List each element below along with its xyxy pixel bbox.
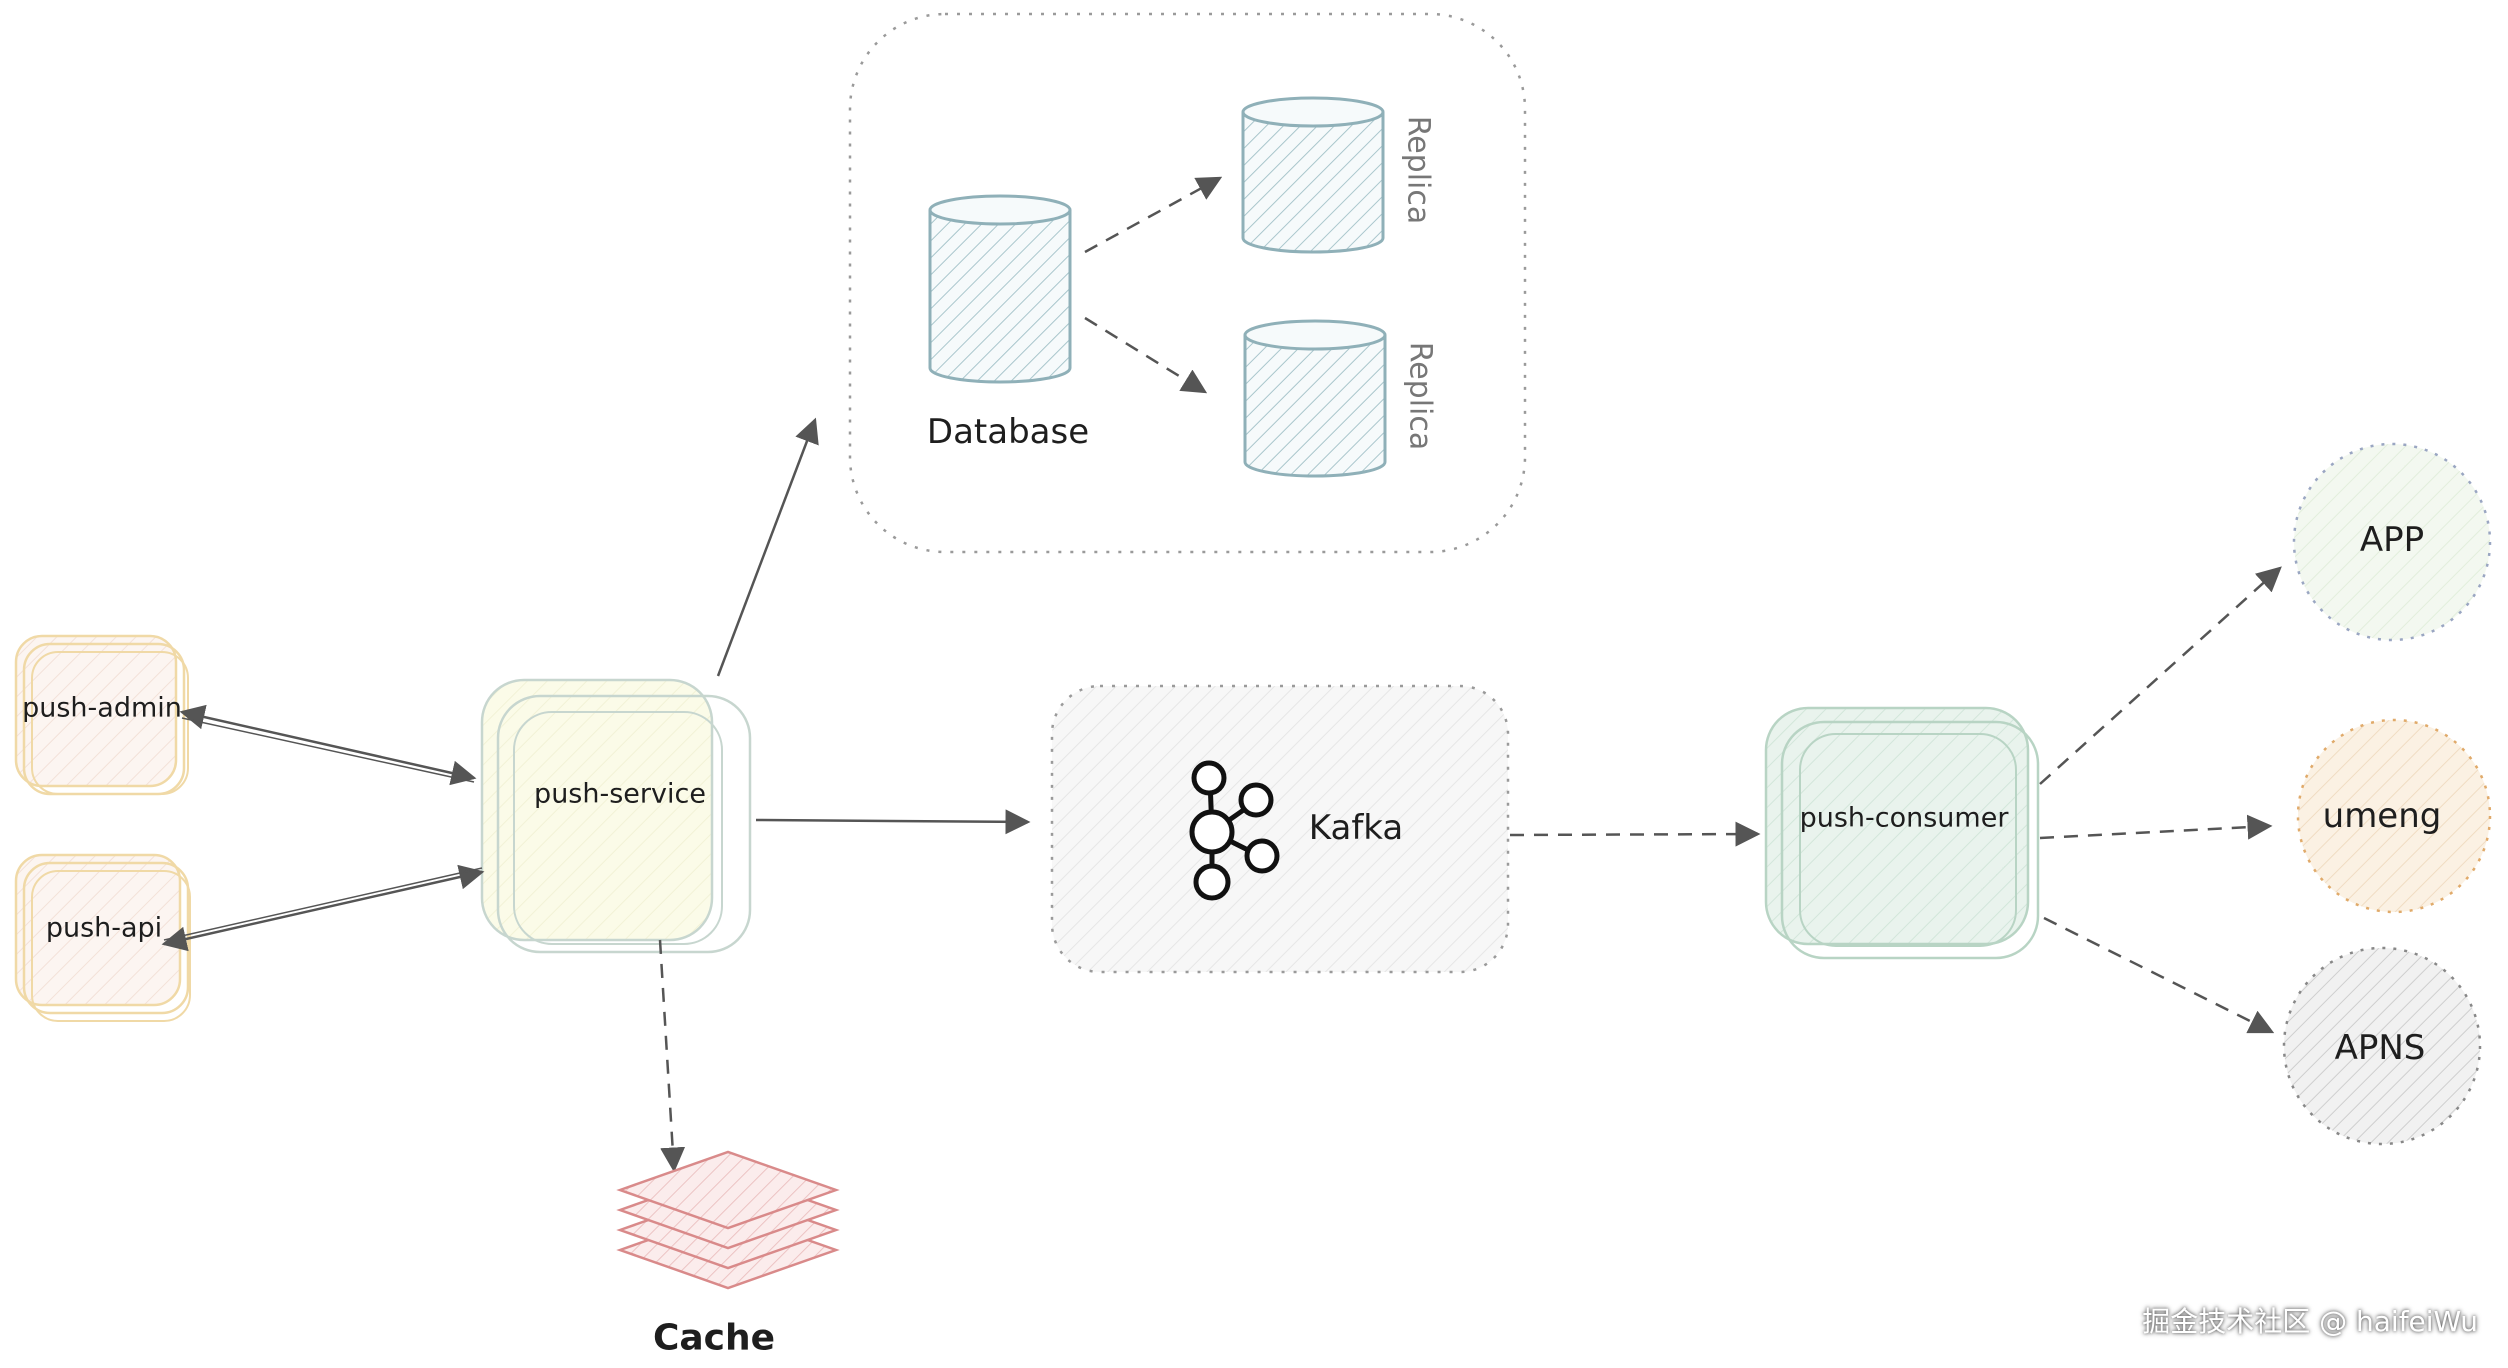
arrow-api-service bbox=[161, 864, 485, 952]
database-cylinder-icon bbox=[928, 194, 1072, 384]
kafka-node[interactable] bbox=[1050, 684, 1510, 974]
database-label: Database bbox=[926, 412, 1090, 452]
arrow-admin-service bbox=[179, 704, 477, 786]
replica-2-cylinder-icon bbox=[1243, 319, 1387, 478]
apns-label: APNS bbox=[2334, 1028, 2426, 1068]
arrow-db-to-replica-1 bbox=[1084, 176, 1223, 254]
arrow-consumer-to-apns bbox=[2043, 916, 2275, 1034]
cache-label: Cache bbox=[652, 1317, 776, 1359]
arrow-db-to-replica-2 bbox=[1084, 316, 1208, 394]
database-group-frame bbox=[848, 12, 1527, 554]
push-service-node[interactable] bbox=[480, 678, 752, 954]
cache-stack-icon[interactable] bbox=[616, 1150, 840, 1290]
push-service-label: push-service bbox=[534, 778, 706, 810]
app-label: APP bbox=[2359, 520, 2425, 560]
umeng-label: umeng bbox=[2322, 796, 2442, 836]
arrow-service-to-cache bbox=[658, 939, 686, 1173]
push-api-node[interactable] bbox=[14, 853, 191, 1022]
kafka-logo-icon bbox=[1189, 760, 1280, 901]
arrow-consumer-to-umeng bbox=[2039, 814, 2273, 840]
app-node[interactable] bbox=[2292, 442, 2492, 642]
arrow-service-to-kafka bbox=[755, 809, 1031, 835]
arrow-kafka-to-consumer bbox=[1509, 821, 1761, 847]
arrow-consumer-to-app bbox=[2039, 566, 2282, 785]
push-consumer-label: push-consumer bbox=[1799, 802, 2009, 834]
push-consumer-node[interactable] bbox=[1764, 706, 2040, 960]
replica-1-cylinder-icon bbox=[1241, 96, 1385, 254]
arrow-service-to-database bbox=[716, 417, 819, 677]
umeng-node[interactable] bbox=[2296, 718, 2492, 914]
push-api-label: push-api bbox=[45, 912, 163, 944]
watermark: 掘金技术社区 @ haifeiWu bbox=[2142, 1305, 2478, 1338]
replica-2-label: Replica bbox=[1402, 341, 1438, 451]
apns-node[interactable] bbox=[2282, 946, 2482, 1146]
replica-1-label: Replica bbox=[1400, 115, 1436, 225]
kafka-label: Kafka bbox=[1308, 808, 1404, 848]
push-admin-label: push-admin bbox=[22, 692, 182, 724]
